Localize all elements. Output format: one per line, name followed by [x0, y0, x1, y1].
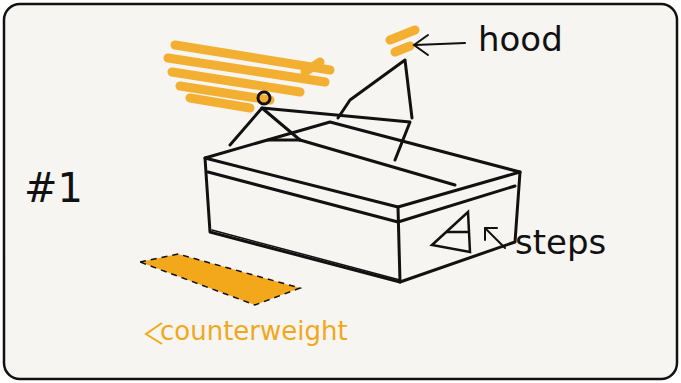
part-label: counterweight	[160, 318, 348, 344]
counterweight-pad	[140, 254, 300, 305]
box-sketch	[205, 60, 520, 282]
part-label: steps	[515, 225, 606, 259]
counterweight-leader	[146, 323, 162, 344]
hood-shading	[168, 30, 415, 108]
frame	[4, 4, 677, 379]
part-label: hood	[478, 22, 563, 56]
sketch-number: #1	[24, 168, 83, 208]
steps-sketch	[432, 212, 470, 252]
leader-lines	[414, 35, 505, 248]
